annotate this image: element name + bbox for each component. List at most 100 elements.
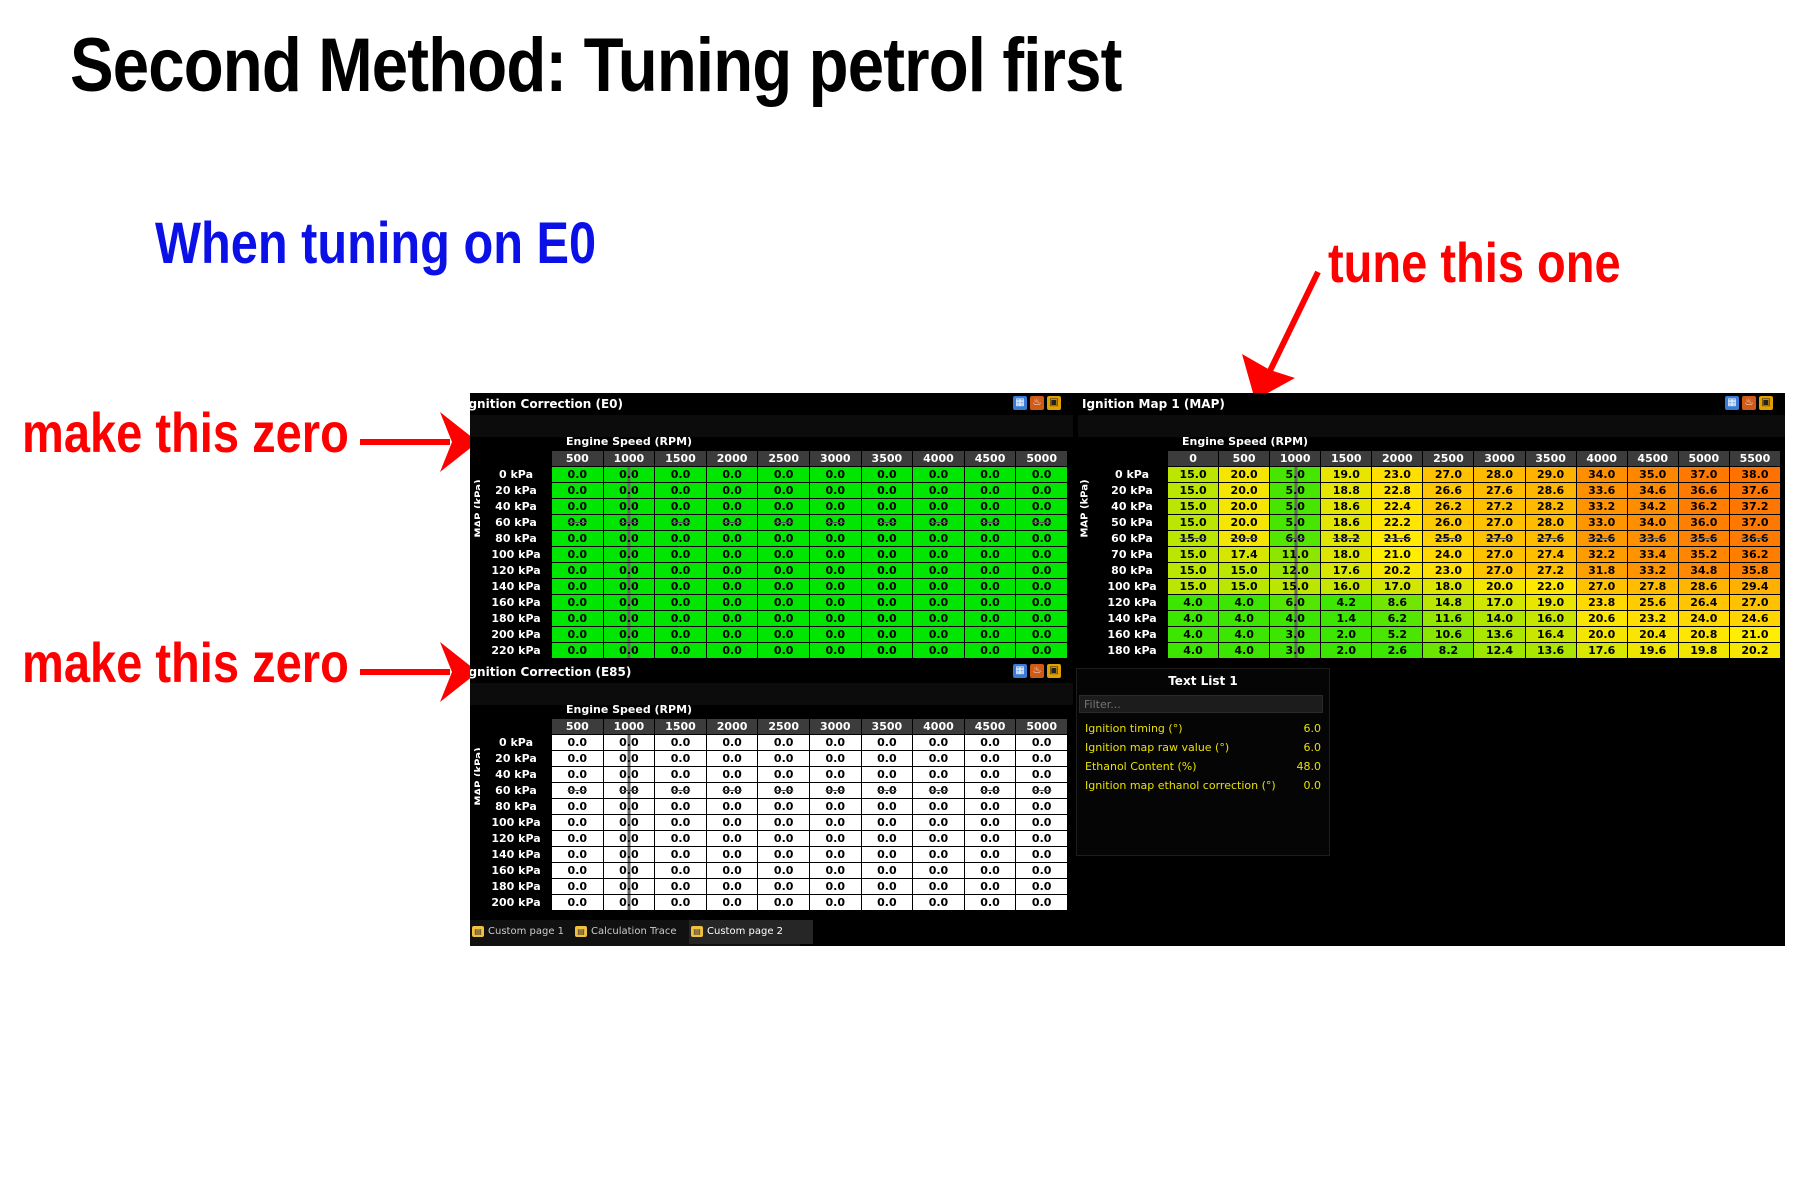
- table-cell[interactable]: 0.0: [860, 830, 914, 847]
- table-cell[interactable]: 20.2: [1371, 562, 1424, 579]
- table-cell[interactable]: 34.2: [1626, 498, 1679, 515]
- table-cell[interactable]: 0.0: [808, 642, 862, 659]
- fire-icon[interactable]: ♨: [1030, 396, 1044, 410]
- table-cell[interactable]: 0.0: [602, 642, 656, 659]
- table-cell[interactable]: 0.0: [808, 482, 862, 499]
- table-cell[interactable]: 21.0: [1728, 626, 1782, 643]
- table-cell[interactable]: 4.0: [1218, 642, 1271, 659]
- table-cell[interactable]: 0.0: [860, 766, 914, 783]
- table-cell[interactable]: 16.4: [1524, 626, 1577, 643]
- table-cell[interactable]: 18.6: [1320, 498, 1373, 515]
- table-cell[interactable]: 0.0: [808, 530, 862, 547]
- table-cell[interactable]: 24.0: [1677, 610, 1730, 627]
- table-cell[interactable]: 17.0: [1473, 594, 1526, 611]
- table-cell[interactable]: 0.0: [1015, 546, 1068, 563]
- table-cell[interactable]: 28.6: [1677, 578, 1730, 595]
- table-cell[interactable]: 27.2: [1473, 498, 1526, 515]
- table-cell[interactable]: 0.0: [1015, 894, 1068, 911]
- table-cell[interactable]: 0.0: [808, 498, 862, 515]
- table-cell[interactable]: 33.6: [1626, 530, 1679, 547]
- table-cell[interactable]: 0.0: [860, 862, 914, 879]
- table-cell[interactable]: 36.0: [1677, 514, 1730, 531]
- table-cell[interactable]: 27.0: [1473, 530, 1526, 547]
- table-cell[interactable]: 15.0: [1218, 578, 1271, 595]
- table-cell[interactable]: 0.0: [654, 642, 707, 659]
- filter-input[interactable]: [1079, 695, 1323, 713]
- table-cell[interactable]: 0.0: [808, 782, 862, 799]
- tab-custom-page-1[interactable]: ▤Custom page 1: [470, 920, 588, 944]
- table-cell[interactable]: 21.0: [1371, 546, 1424, 563]
- table-cell[interactable]: 0.0: [912, 626, 965, 643]
- table-cell[interactable]: 0.0: [654, 530, 707, 547]
- table-cell[interactable]: 0.0: [551, 798, 604, 815]
- table-cell[interactable]: 0.0: [1015, 562, 1068, 579]
- table-cell[interactable]: 0.0: [705, 894, 759, 911]
- table-cell[interactable]: 0.0: [912, 530, 965, 547]
- table-cell[interactable]: 33.2: [1626, 562, 1679, 579]
- table-cell[interactable]: 0.0: [860, 498, 914, 515]
- table-cell[interactable]: 0.0: [963, 830, 1017, 847]
- table-icon[interactable]: ▦: [1013, 664, 1027, 678]
- table-cell[interactable]: 0.0: [705, 594, 759, 611]
- table-icon[interactable]: ▦: [1725, 396, 1739, 410]
- table-cell[interactable]: 0.0: [757, 498, 810, 515]
- table-cell[interactable]: 29.4: [1728, 578, 1782, 595]
- table-cell[interactable]: 0.0: [654, 514, 707, 531]
- table-cell[interactable]: 0.0: [808, 594, 862, 611]
- table-cell[interactable]: 0.0: [757, 594, 810, 611]
- table-cell[interactable]: 0.0: [551, 846, 604, 863]
- table-cell[interactable]: 15.0: [1166, 578, 1220, 595]
- table-cell[interactable]: 5.0: [1269, 466, 1322, 483]
- table-cell[interactable]: 18.6: [1320, 514, 1373, 531]
- table-cell[interactable]: 20.0: [1218, 498, 1271, 515]
- table-cell[interactable]: 0.0: [654, 546, 707, 563]
- table-cell[interactable]: 37.2: [1728, 498, 1782, 515]
- table-cell[interactable]: 3.0: [1269, 626, 1322, 643]
- table-cell[interactable]: 0.0: [963, 530, 1017, 547]
- table-cell[interactable]: 0.0: [912, 782, 965, 799]
- table-cell[interactable]: 0.0: [602, 498, 656, 515]
- table-cell[interactable]: 0.0: [654, 862, 707, 879]
- table-cell[interactable]: 0.0: [1015, 498, 1068, 515]
- table-cell[interactable]: 25.6: [1626, 594, 1679, 611]
- table-cell[interactable]: 0.0: [1015, 750, 1068, 767]
- table-cell[interactable]: 0.0: [912, 610, 965, 627]
- table-cell[interactable]: 23.0: [1371, 466, 1424, 483]
- table-cell[interactable]: 0.0: [705, 530, 759, 547]
- table-cell[interactable]: 17.6: [1320, 562, 1373, 579]
- table-cell[interactable]: 0.0: [860, 482, 914, 499]
- table-cell[interactable]: 0.0: [757, 482, 810, 499]
- table-cell[interactable]: 20.0: [1218, 466, 1271, 483]
- table-cell[interactable]: 34.6: [1626, 482, 1679, 499]
- table-cell[interactable]: 0.0: [1015, 798, 1068, 815]
- table-cell[interactable]: 0.0: [1015, 610, 1068, 627]
- table-cell[interactable]: 0.0: [860, 626, 914, 643]
- table-cell[interactable]: 28.2: [1524, 498, 1577, 515]
- table-cell[interactable]: 0.0: [654, 782, 707, 799]
- table-cell[interactable]: 0.0: [705, 626, 759, 643]
- table-cell[interactable]: 0.0: [705, 750, 759, 767]
- table-cell[interactable]: 0.0: [757, 734, 810, 751]
- table-cell[interactable]: 15.0: [1166, 514, 1220, 531]
- table-cell[interactable]: 0.0: [963, 578, 1017, 595]
- table-cell[interactable]: 0.0: [602, 830, 656, 847]
- table-cell[interactable]: 0.0: [808, 894, 862, 911]
- table-cell[interactable]: 15.0: [1166, 562, 1220, 579]
- table-cell[interactable]: 0.0: [654, 830, 707, 847]
- table-cell[interactable]: 0.0: [1015, 846, 1068, 863]
- table-cell[interactable]: 0.0: [705, 562, 759, 579]
- table-cell[interactable]: 0.0: [963, 894, 1017, 911]
- table-cell[interactable]: 0.0: [551, 498, 604, 515]
- table-cell[interactable]: 0.0: [912, 734, 965, 751]
- table-cell[interactable]: 0.0: [602, 610, 656, 627]
- table-cell[interactable]: 0.0: [602, 594, 656, 611]
- table-cell[interactable]: 0.0: [912, 814, 965, 831]
- table-cell[interactable]: 0.0: [1015, 766, 1068, 783]
- table-cell[interactable]: 20.4: [1626, 626, 1679, 643]
- table-cell[interactable]: 17.4: [1218, 546, 1271, 563]
- table-cell[interactable]: 0.0: [1015, 862, 1068, 879]
- table-cell[interactable]: 0.0: [808, 878, 862, 895]
- table-cell[interactable]: 4.0: [1166, 594, 1220, 611]
- table-cell[interactable]: 35.0: [1626, 466, 1679, 483]
- table-cell[interactable]: 12.0: [1269, 562, 1322, 579]
